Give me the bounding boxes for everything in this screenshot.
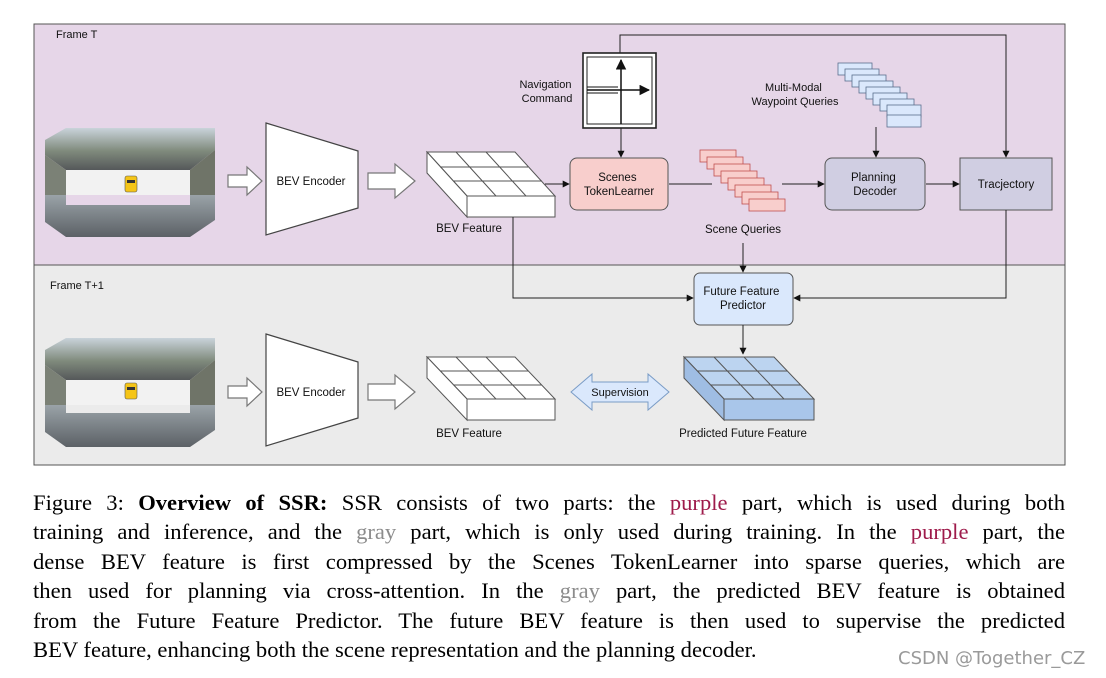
- connectors: [512, 34, 1010, 355]
- bev-feature-grid-top: [425, 150, 557, 219]
- waypoint-queries-label: Multi-Modal Waypoint Queries: [751, 82, 839, 108]
- bev-encoder-bottom-label: BEV Encoder: [276, 387, 345, 399]
- predicted-future-feature-label: Predicted Future Feature: [679, 428, 807, 440]
- scenes-tokenlearner-box: [569, 157, 669, 211]
- scene-queries-stack: [699, 149, 786, 212]
- scenes-tokenlearner-label: Scenes TokenLearner: [584, 172, 654, 198]
- bev-feature-grid-bottom: [425, 355, 557, 422]
- bev-encoder-bottom: [265, 333, 359, 447]
- caption-line: dense BEV feature is first compressed by…: [33, 548, 1065, 574]
- planning-decoder-label: Planning Decoder: [851, 172, 899, 198]
- bev-encoder-top: [265, 122, 359, 236]
- predicted-future-feature-grid: [682, 355, 816, 422]
- surround-camera-images-top: [45, 128, 215, 237]
- future-feature-predictor-label: Future Feature Predictor: [703, 286, 782, 312]
- figure-caption: Figure 3: Overview of SSR: SSR consists …: [33, 488, 1065, 664]
- trajectory-label: Tracjectory: [978, 179, 1035, 191]
- hollow-arrow-icon: [367, 373, 416, 411]
- watermark: CSDN @Together_CZ: [898, 648, 1086, 669]
- bev-feature-bottom-label: BEV Feature: [436, 428, 502, 440]
- frame-t-label: Frame T: [56, 29, 98, 41]
- planning-decoder-box: [824, 157, 926, 211]
- scene-queries-label: Scene Queries: [705, 224, 781, 236]
- caption-line: from the Future Feature Predictor. The f…: [33, 607, 1065, 633]
- trajectory-box: [959, 157, 1053, 211]
- caption-line: training and inference, and the gray par…: [33, 519, 1065, 545]
- hollow-arrow-icon: [367, 162, 416, 200]
- hollow-arrow-icon: [227, 376, 263, 408]
- frame-t1-label: Frame T+1: [50, 280, 104, 292]
- bev-encoder-top-label: BEV Encoder: [276, 176, 345, 188]
- caption-line: then used for planning via cross-attenti…: [33, 578, 1066, 604]
- figure-label: Figure 3:: [33, 490, 124, 515]
- ssr-architecture-diagram: Frame T Frame T+1 BEV Encoder BEV Encode…: [33, 23, 1066, 466]
- waypoint-queries-stack: [837, 62, 922, 128]
- navigation-command-label: Navigation Command: [519, 79, 574, 105]
- bev-feature-top-label: BEV Feature: [436, 223, 502, 235]
- caption-line: Figure 3: Overview of SSR: SSR consists …: [33, 490, 1066, 515]
- future-feature-predictor-box: [693, 272, 794, 326]
- caption-line: BEV feature, enhancing both the scene re…: [33, 637, 757, 663]
- supervision-double-arrow: [570, 372, 670, 412]
- supervision-label: Supervision: [591, 387, 648, 399]
- hollow-arrow-icon: [227, 165, 263, 197]
- surround-camera-images-bottom: [45, 338, 215, 447]
- caption-title: Overview of SSR:: [138, 490, 328, 515]
